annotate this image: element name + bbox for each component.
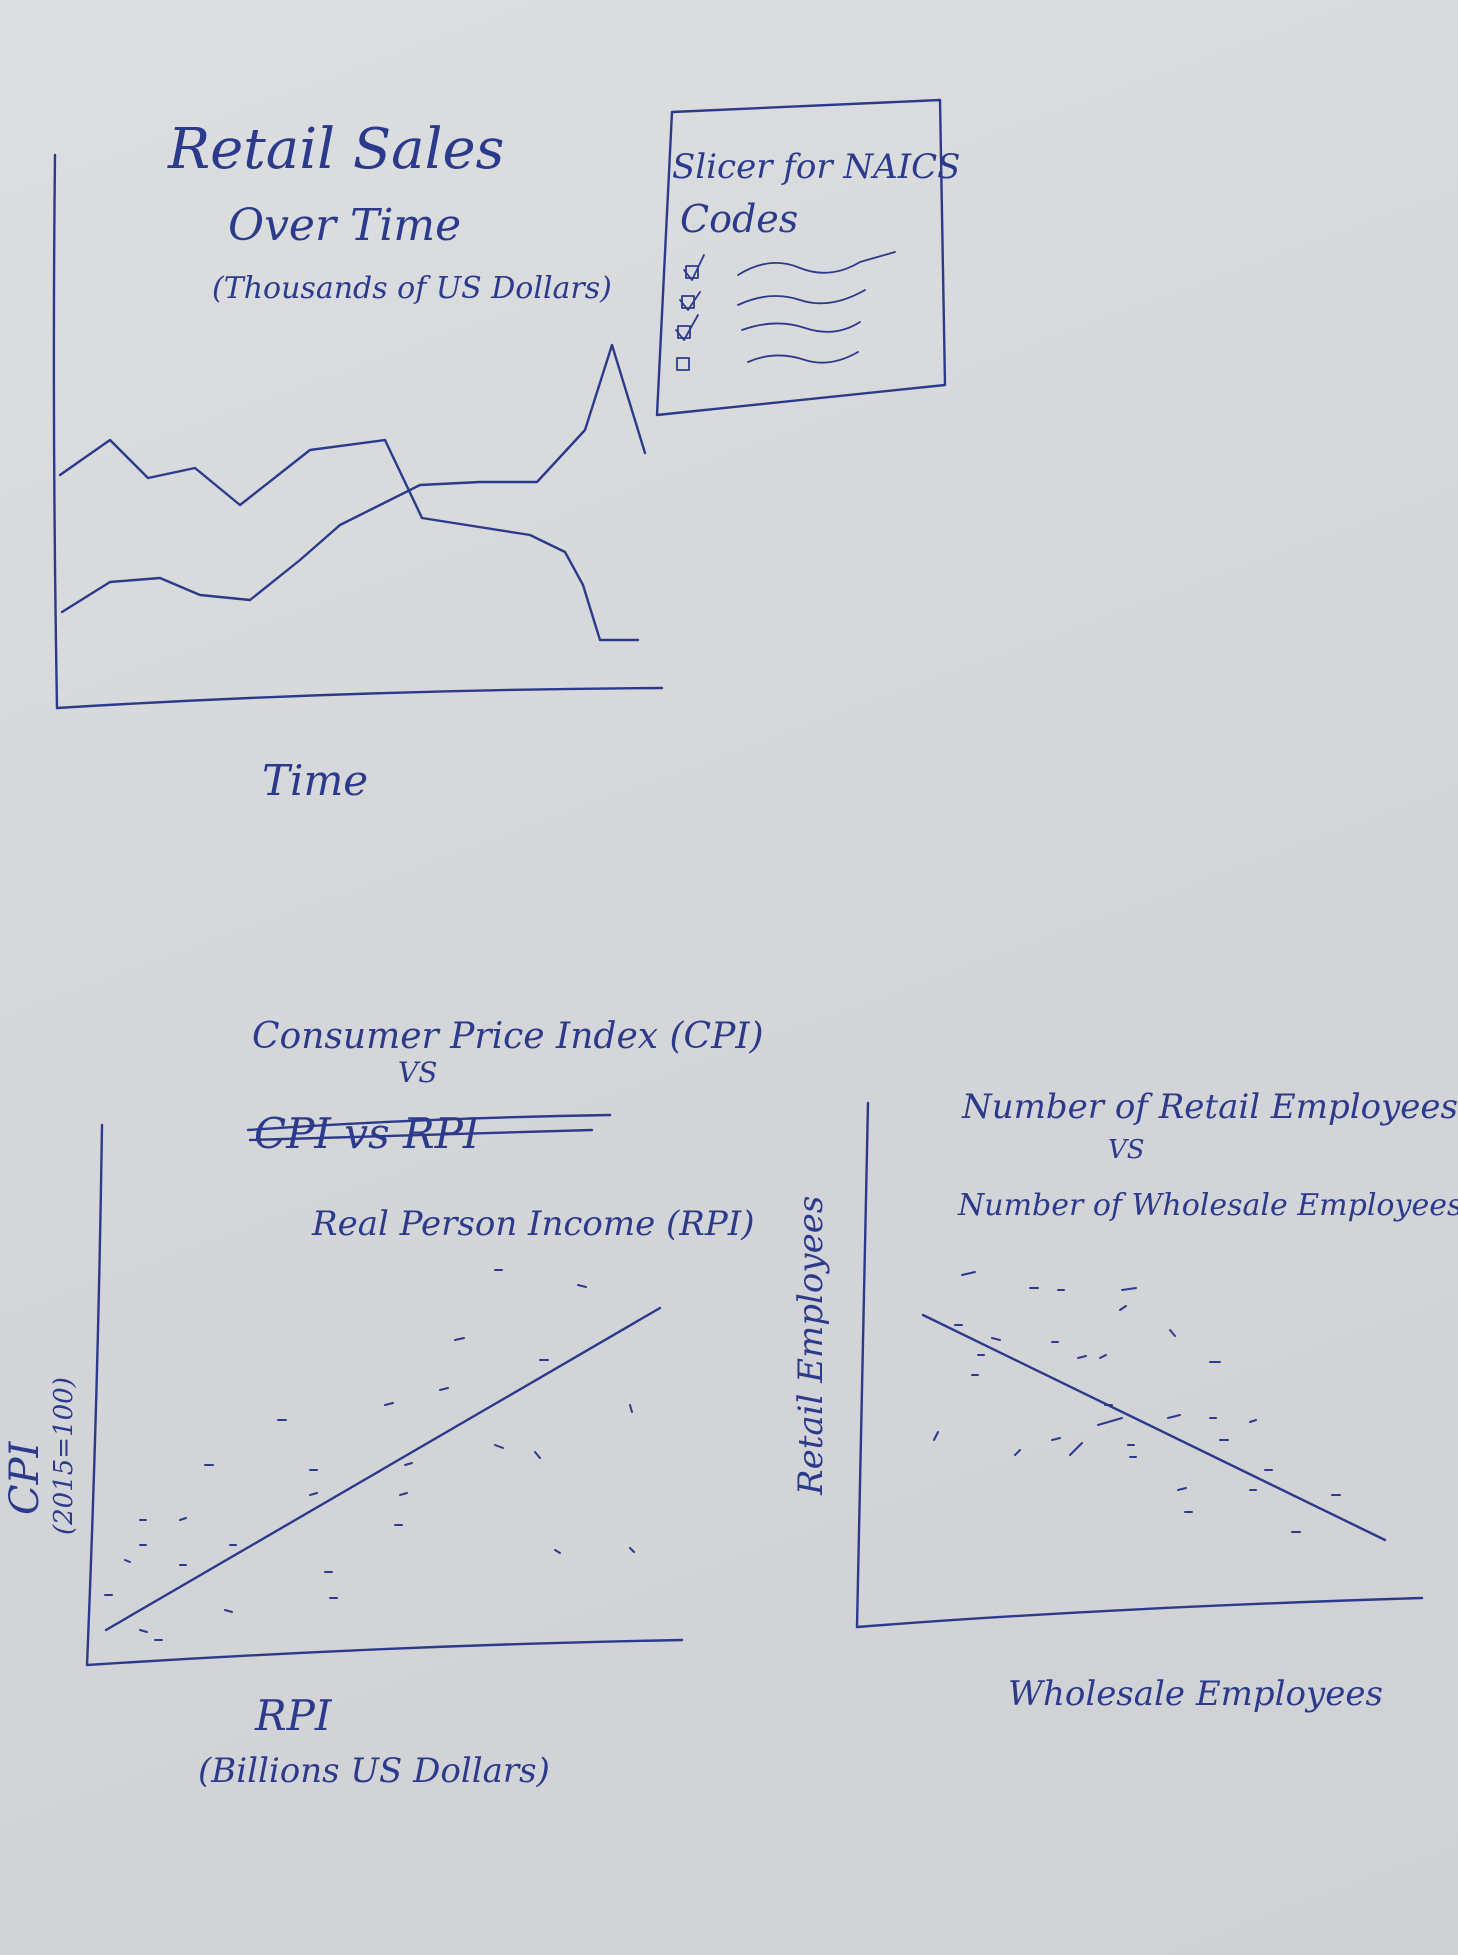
employees-title-line1: Number of Retail Employees — [961, 1087, 1458, 1127]
data-point — [629, 1404, 633, 1413]
data-point — [1014, 1449, 1021, 1456]
data-point — [933, 1431, 939, 1441]
cpi-rpi-scatter-points — [104, 1269, 635, 1641]
retail-sales-x-axis — [55, 686, 664, 710]
checkbox-icon[interactable] — [681, 295, 695, 309]
employees-y-axis — [855, 1101, 870, 1629]
data-point — [454, 1337, 465, 1341]
data-point — [404, 1462, 413, 1466]
data-point — [124, 1559, 131, 1563]
employees-x-label: Wholesale Employees — [1008, 1674, 1383, 1714]
employees-trend-line — [921, 1313, 1387, 1542]
employees-chart: Number of Retail Employees VS Number of … — [791, 1087, 1458, 1714]
slicer-option-3-label — [741, 321, 861, 333]
employees-y-label: Retail Employees — [791, 1196, 831, 1496]
cpi-rpi-chart: Consumer Price Index (CPI) VS CPI vs RPI… — [2, 1016, 764, 1791]
retail-sales-y-axis — [52, 153, 59, 710]
data-point — [629, 1547, 635, 1553]
cpi-rpi-title-vs: VS — [398, 1056, 437, 1089]
checkmark-icon — [675, 314, 699, 341]
cpi-rpi-title-line1: Consumer Price Index (CPI) — [252, 1016, 764, 1057]
data-point — [309, 1492, 318, 1496]
employees-scatter-points — [933, 1271, 1341, 1533]
slicer-title-line2: Codes — [680, 197, 798, 241]
slicer-title-line1: Slicer for NAICS — [672, 147, 960, 187]
cpi-rpi-title-line3: Real Person Income (RPI) — [311, 1204, 754, 1244]
data-point — [139, 1629, 148, 1633]
retail-sales-title-line2: Over Time — [228, 200, 461, 251]
data-point — [494, 1444, 504, 1449]
cpi-rpi-x-axis — [85, 1638, 684, 1667]
cpi-rpi-y-label-line2: (2015=100) — [49, 1377, 79, 1535]
data-point — [1169, 1329, 1176, 1337]
cpi-rpi-y-axis — [85, 1123, 104, 1667]
slicer-border — [655, 98, 947, 417]
cpi-rpi-x-label-line2: (Billions US Dollars) — [198, 1751, 550, 1791]
retail-sales-x-label: Time — [262, 756, 368, 805]
data-point — [179, 1517, 187, 1521]
data-point — [577, 1284, 587, 1288]
checkmark-icon — [683, 254, 705, 281]
slicer-option-4[interactable] — [676, 351, 859, 371]
employees-title-vs: VS — [1108, 1135, 1145, 1165]
cpi-rpi-y-label-line1: CPI — [2, 1440, 48, 1515]
sales-series-line-1 — [58, 438, 640, 642]
cpi-rpi-x-label-line1: RPI — [254, 1691, 333, 1740]
strikethrough-line — [248, 1128, 594, 1142]
retail-sales-title-line3: (Thousands of US Dollars) — [212, 271, 612, 306]
data-point — [1051, 1437, 1061, 1441]
checkbox-icon[interactable] — [676, 357, 690, 371]
retail-sales-title-line1: Retail Sales — [167, 117, 504, 182]
data-point — [991, 1337, 1001, 1341]
data-point — [1069, 1442, 1083, 1456]
retail-sales-chart: Retail Sales Over Time (Thousands of US … — [52, 117, 664, 805]
data-point — [1167, 1414, 1181, 1419]
strikethrough-line — [246, 1113, 612, 1132]
data-point — [1099, 1354, 1107, 1359]
data-point — [1249, 1419, 1257, 1423]
slicer-option-1-label — [737, 251, 896, 276]
data-point — [1119, 1305, 1127, 1311]
data-point — [439, 1387, 449, 1391]
data-point — [224, 1609, 233, 1613]
slicer-option-2[interactable] — [679, 289, 866, 311]
employees-title-line3: Number of Wholesale Employees — [957, 1188, 1458, 1223]
data-point — [384, 1402, 394, 1406]
cpi-rpi-trend-line — [104, 1306, 662, 1632]
data-point — [1121, 1287, 1137, 1291]
naics-slicer: Slicer for NAICS Codes — [655, 98, 960, 417]
data-point — [1097, 1417, 1123, 1426]
data-point — [554, 1549, 561, 1554]
data-point — [1177, 1487, 1187, 1491]
data-point — [1077, 1355, 1087, 1359]
data-point — [399, 1492, 408, 1496]
slicer-option-2-label — [737, 289, 866, 306]
data-point — [534, 1451, 541, 1459]
slicer-option-3[interactable] — [675, 314, 861, 341]
employees-x-axis — [855, 1596, 1424, 1629]
data-point — [961, 1271, 976, 1276]
slicer-option-4-label — [747, 351, 859, 364]
slicer-option-1[interactable] — [683, 251, 896, 281]
checkmark-icon — [679, 291, 701, 311]
sales-series-line-2 — [60, 343, 647, 614]
